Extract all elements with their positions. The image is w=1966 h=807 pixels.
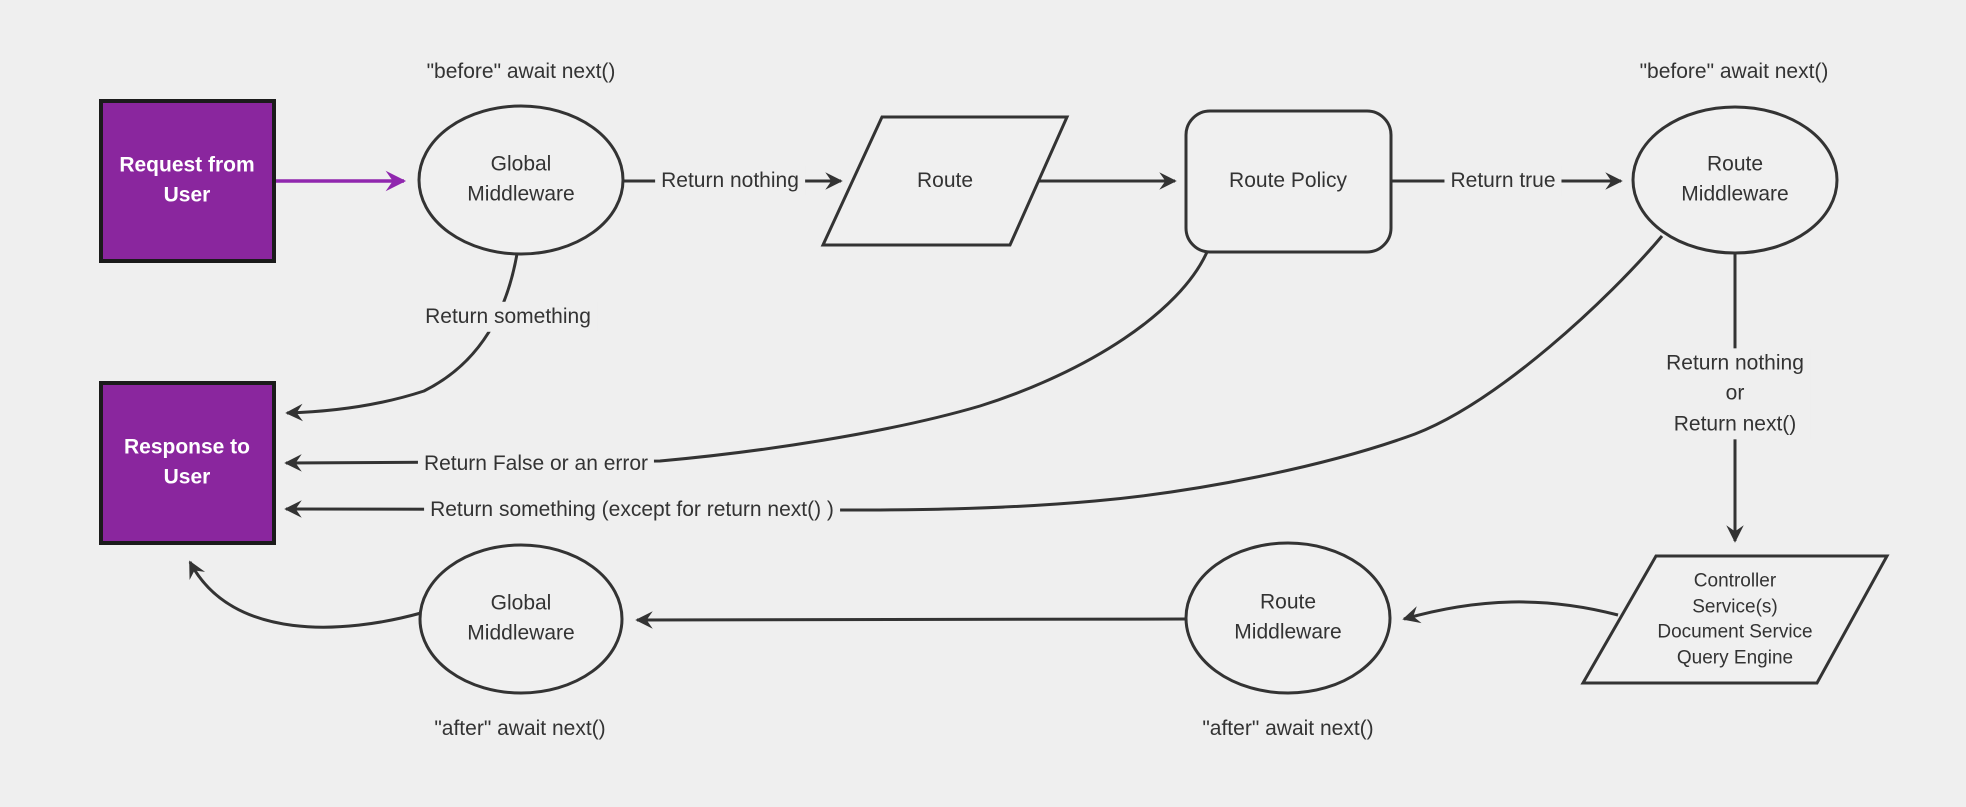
edge-label-return-true: Return true xyxy=(1444,165,1562,197)
edge-label-return-nothing: Return nothing xyxy=(655,165,805,197)
edge-route-middleware-to-global-middleware-after xyxy=(635,611,1187,629)
route-middleware-top-label: Route Middleware xyxy=(1681,152,1789,206)
global-middleware-top-label: Global Middleware xyxy=(467,152,575,206)
route-node xyxy=(820,115,1070,247)
global-middleware-bottom-label: Global Middleware xyxy=(467,591,575,645)
request-node xyxy=(99,99,276,263)
annotation-before-route: "before" await next() xyxy=(1639,59,1829,83)
global-middleware-bottom-node xyxy=(418,543,624,695)
edge-return-something-to-response xyxy=(285,253,519,422)
edge-label-return-false: Return False or an error xyxy=(417,448,655,480)
edge-label-return-something-except: Return something (except for return next… xyxy=(424,494,840,526)
edge-return-false-to-response xyxy=(284,251,1209,472)
route-policy-label: Route Policy xyxy=(1229,168,1347,192)
route-middleware-bottom-node xyxy=(1184,541,1392,695)
response-node-label: Response to User xyxy=(123,435,251,489)
route-policy-node xyxy=(1184,109,1393,254)
route-middleware-top-node xyxy=(1631,105,1839,255)
route-node-label: Route xyxy=(916,168,974,192)
controller-services-label: Controller Service(s) Document Service Q… xyxy=(1657,570,1813,669)
edge-global-middleware-to-response xyxy=(188,560,422,629)
response-node xyxy=(99,381,276,545)
global-middleware-top-node xyxy=(417,104,625,256)
request-node-label: Request from User xyxy=(119,153,255,207)
annotation-before-global: "before" await next() xyxy=(426,59,616,83)
route-middleware-bottom-label: Route Middleware xyxy=(1234,590,1342,644)
edge-label-return-nothing-or-next: Return nothing or Return next() xyxy=(1660,348,1810,440)
edge-return-something-except-to-response xyxy=(284,235,1664,518)
annotation-after-global: "after" await next() xyxy=(434,716,606,740)
edge-controller-to-route-middleware-after xyxy=(1402,600,1619,624)
annotation-after-route: "after" await next() xyxy=(1202,716,1374,740)
edge-label-return-something: Return something xyxy=(419,301,597,333)
controller-services-node xyxy=(1580,554,1890,685)
